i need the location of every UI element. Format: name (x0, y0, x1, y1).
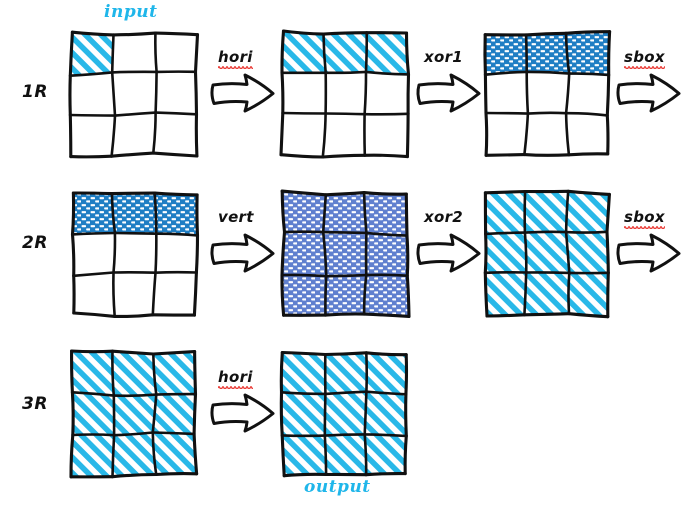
arrow-hori-1-label-text: hori (218, 48, 253, 66)
grid-cell-stripe (72, 392, 115, 436)
grid-1r-input[interactable] (68, 30, 200, 159)
grid-cell-stripe (566, 231, 609, 273)
grid-cell-stripe (153, 351, 196, 395)
grid-cell-dotdark (72, 193, 115, 235)
arrow-xor2-label: xor2 (424, 208, 463, 226)
spellcheck-squiggle-icon (624, 66, 665, 69)
grid-cell-dotperi (281, 232, 327, 277)
grid-cell-dotdark (154, 193, 198, 236)
grid-cell-stripe (113, 394, 157, 436)
grid-cell-dotdark (485, 34, 527, 75)
grid-2r-input[interactable] (70, 191, 200, 319)
grid-1r-after-xor1[interactable] (483, 30, 612, 157)
arrow-xor1[interactable] (416, 73, 481, 113)
grid-cell-stripe (325, 352, 367, 394)
grid-cell-stripe (366, 352, 407, 395)
arrow-sbox-1[interactable] (616, 73, 681, 113)
row-label-3r: 3R (22, 394, 48, 414)
grid-cell-stripe (364, 434, 407, 475)
arrow-sbox-1-label: sbox (624, 48, 665, 69)
caption-output: output (304, 477, 371, 497)
grid-cell-dotperi (366, 232, 408, 276)
grid-cell-stripe (485, 232, 527, 273)
grid-cell-stripe (324, 434, 367, 475)
grid-cell-stripe (485, 272, 527, 317)
grid-cell-dotdark (565, 31, 610, 75)
grid-cell-dotperi (364, 192, 408, 236)
grid-cell-stripe (71, 351, 114, 396)
grid-cell-stripe (152, 432, 197, 475)
spellcheck-squiggle-icon (218, 66, 253, 69)
grid-cell-dotdark (526, 33, 570, 74)
grid-cell-stripe (324, 391, 367, 436)
row-label-2r: 2R (22, 233, 48, 253)
grid-cell-stripe (366, 32, 409, 75)
arrow-hori-2[interactable] (210, 393, 275, 433)
spellcheck-squiggle-icon (218, 386, 253, 389)
arrow-xor1-label-text: xor1 (424, 48, 464, 66)
arrow-hori-2-label: hori (218, 368, 253, 389)
grid-cell-stripe (323, 32, 367, 73)
grid-cell-stripe (112, 432, 157, 477)
arrow-hori-1[interactable] (210, 73, 275, 113)
grid-cell-dotdark (111, 193, 157, 234)
arrow-vert[interactable] (210, 233, 275, 273)
grid-cell-dotperi (281, 275, 327, 316)
arrow-vert-label: vert (218, 208, 254, 226)
arrow-sbox-2[interactable] (616, 233, 681, 273)
grid-cell-dotperi (323, 232, 367, 277)
caption-input: input (104, 2, 158, 22)
grid-cell-dotperi (282, 191, 326, 233)
grid-cell-dotperi (325, 275, 367, 316)
arrow-sbox-2-label-text: sbox (624, 208, 665, 226)
grid-cell-stripe (281, 392, 326, 436)
grid-cell-stripe (71, 434, 115, 477)
row-label-1r: 1R (22, 82, 48, 102)
grid-1r-after-hori[interactable] (279, 29, 411, 159)
spellcheck-squiggle-icon (624, 226, 665, 229)
grid-cell-dotperi (364, 275, 409, 317)
grid-cell-stripe (152, 394, 196, 434)
grid-3r-input[interactable] (69, 349, 199, 479)
arrow-sbox-2-label: sbox (624, 208, 665, 229)
grid-cell-stripe (524, 232, 570, 273)
arrow-vert-label-text: vert (218, 208, 254, 226)
arrow-hori-1-label: hori (218, 48, 253, 69)
arrow-sbox-1-label-text: sbox (624, 48, 665, 66)
grid-cell-stripe (566, 191, 610, 233)
grid-cell-stripe (524, 272, 570, 315)
grid-2r-after-vert[interactable] (280, 189, 411, 318)
arrow-xor2[interactable] (416, 233, 481, 273)
grid-3r-output[interactable] (279, 350, 409, 478)
arrow-xor2-label-text: xor2 (424, 208, 464, 226)
grid-cell-stripe (282, 435, 327, 476)
grid-cell-stripe (282, 31, 326, 73)
grid-2r-after-xor2[interactable] (483, 189, 611, 319)
grid-cell-stripe (485, 191, 526, 234)
grid-cell-stripe (364, 391, 407, 437)
grid-cell-stripe (281, 352, 326, 394)
grid-cell-stripe (524, 191, 569, 233)
grid-cell-stripe (70, 32, 114, 76)
grid-cell-dotperi (323, 192, 367, 233)
arrow-xor1-label: xor1 (424, 48, 463, 66)
arrow-hori-2-label-text: hori (218, 368, 253, 386)
grid-cell-stripe (569, 272, 609, 317)
grid-cell-stripe (112, 351, 157, 396)
